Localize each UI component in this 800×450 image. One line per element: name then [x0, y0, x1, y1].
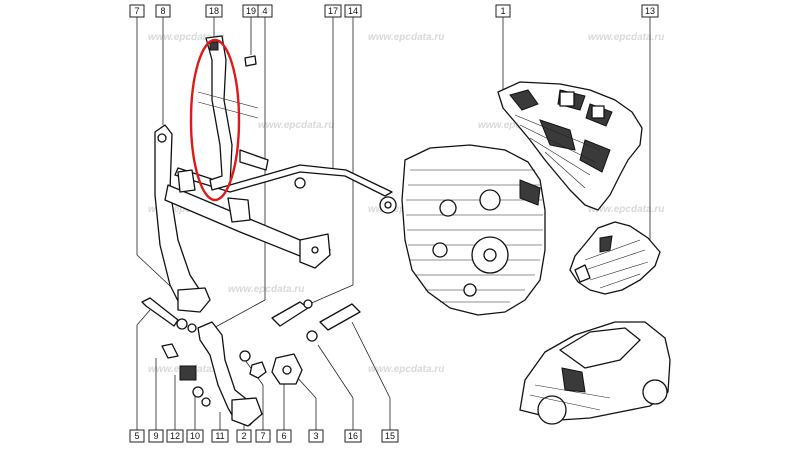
watermark: www.epcdata.ru	[588, 204, 664, 215]
watermark: www.epcdata.ru	[228, 284, 304, 295]
callout-number: 12	[170, 431, 180, 441]
callout-box	[255, 429, 271, 443]
callout-box	[324, 4, 342, 18]
car-silhouette	[519, 321, 671, 425]
callout-box	[166, 429, 184, 443]
callout-box	[495, 4, 511, 18]
callout-box	[205, 4, 223, 18]
watermark: www.epcdata.ru	[368, 364, 444, 375]
washer-10	[192, 386, 204, 398]
callouts-top: 7 8 18 19 4 17 14 1 13	[129, 4, 659, 18]
callout-box	[155, 4, 171, 18]
callout-box	[186, 429, 204, 443]
watermark: www.epcdata.ru	[478, 120, 554, 131]
callout-number: 8	[160, 6, 165, 16]
switch-nut-16	[306, 330, 318, 342]
clip-12	[179, 365, 197, 381]
callout-number: 6	[281, 431, 286, 441]
cover-plate	[569, 221, 661, 295]
callout-box	[641, 4, 659, 18]
nut-7	[239, 350, 251, 362]
callout-box	[148, 429, 164, 443]
bolt-5	[141, 297, 179, 327]
watermark: www.epcdata.ru	[258, 120, 334, 131]
callout-box	[381, 429, 399, 443]
watermark: www.epcdata.ru	[368, 32, 444, 43]
watermark: www.epcdata.ru	[148, 32, 224, 43]
leader-lines	[136, 17, 651, 430]
callout-number: 1	[500, 6, 505, 16]
nut-6	[249, 361, 267, 379]
callout-box	[236, 429, 252, 443]
callout-number: 13	[645, 6, 655, 16]
callout-number: 15	[385, 431, 395, 441]
callout-box	[276, 429, 292, 443]
callout-number: 2	[241, 431, 246, 441]
callout-number: 18	[209, 6, 219, 16]
callout-number: 7	[134, 6, 139, 16]
callouts-bottom: 5 9 12 10 11 2 7 6 3 16 15	[129, 429, 399, 443]
pedal-box-bracket	[497, 81, 643, 211]
callout-box	[129, 429, 145, 443]
callout-number: 11	[215, 431, 224, 441]
callout-number: 14	[348, 6, 358, 16]
bolt-9	[161, 343, 179, 359]
clutch-pedal-arm	[154, 124, 211, 313]
callout-box	[308, 429, 324, 443]
bulkhead-plate	[401, 144, 546, 316]
hardware	[141, 297, 361, 407]
callout-number: 4	[262, 6, 267, 16]
callout-number: 9	[153, 431, 158, 441]
cross-shaft	[164, 169, 331, 269]
watermark: www.epcdata.ru	[588, 32, 664, 43]
callout-box	[344, 429, 362, 443]
callout-number: 3	[313, 431, 318, 441]
callout-number: 16	[348, 431, 358, 441]
support-bracket	[197, 35, 259, 191]
switch-14	[271, 301, 309, 327]
callout-number: 17	[328, 6, 338, 16]
callout-box	[211, 429, 229, 443]
callout-number: 10	[190, 431, 200, 441]
callout-number: 19	[246, 6, 256, 16]
highlight-ellipse	[189, 38, 241, 202]
callout-box	[257, 4, 273, 18]
callout-number: 7	[260, 431, 265, 441]
washer-11	[201, 397, 211, 407]
callout-number: 5	[134, 431, 139, 441]
brake-pedal	[197, 321, 263, 427]
switch-15	[319, 303, 361, 331]
callout-box	[129, 4, 145, 18]
callout-box	[344, 4, 362, 18]
